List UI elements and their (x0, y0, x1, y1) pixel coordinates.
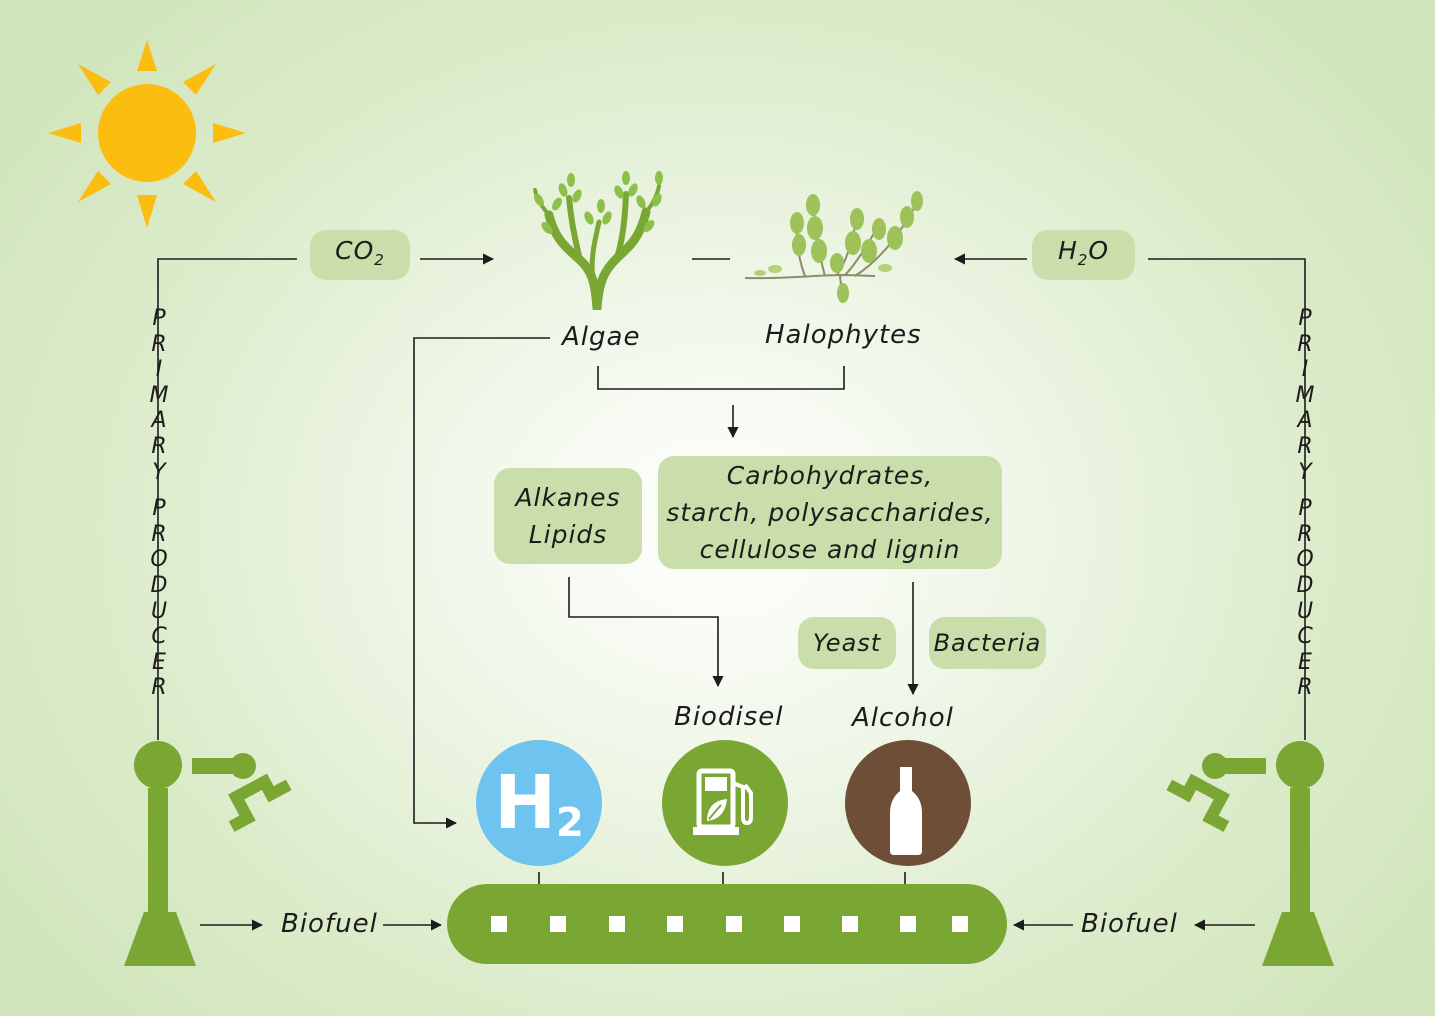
conveyor-belt (447, 884, 1007, 964)
robot-arm-left-icon (124, 741, 292, 966)
vertical-letter: D (1296, 572, 1314, 598)
bacteria-pill: Bacteria (929, 617, 1046, 669)
yeast-pill: Yeast (798, 617, 896, 669)
biodiesel-label: Biodisel (674, 702, 784, 732)
co2-subscript: 2 (374, 250, 385, 269)
vertical-letter: O (1296, 547, 1314, 573)
biofuel-left-label: Biofuel (281, 909, 378, 939)
vertical-letter: E (152, 649, 166, 675)
bottle-icon (845, 740, 971, 866)
algae-h2-arrow (413, 337, 550, 829)
lipids-biodiesel-arrow (568, 577, 724, 688)
vertical-letter: P (152, 496, 166, 522)
vertical-letter: A (151, 408, 167, 434)
vertical-letter: A (1297, 408, 1313, 434)
vertical-letter: R (1297, 433, 1313, 459)
algae-label: Algae (562, 322, 641, 352)
vertical-letter: D (150, 572, 168, 598)
h2o-h: H (1057, 235, 1078, 265)
hydrogen-subscript: 2 (556, 800, 584, 846)
vertical-letter: P (1298, 496, 1312, 522)
alcohol-label: Alcohol (852, 703, 954, 733)
lipids-text: Lipids (528, 520, 608, 549)
co2-pill: CO2 (310, 230, 410, 280)
carbs-line-1: Carbohydrates, (726, 461, 934, 490)
vertical-letter: M (149, 382, 169, 408)
vertical-letter: E (1298, 649, 1312, 675)
hydrogen-symbol: H (494, 760, 557, 846)
yeast-label: Yeast (812, 628, 882, 657)
vertical-letter: Y (152, 459, 166, 485)
vertical-letter: M (1295, 382, 1315, 408)
bacteria-label: Bacteria (933, 628, 1042, 657)
right-loop-line (1148, 258, 1306, 740)
vertical-letter: P (152, 306, 166, 331)
vertical-letter: I (1301, 357, 1309, 383)
vertical-letter: U (150, 598, 168, 624)
robot-arm-right-icon (1166, 741, 1334, 966)
vertical-letter: R (151, 433, 167, 459)
vertical-letter (1285, 485, 1325, 496)
left-loop-line (157, 258, 297, 740)
vertical-letter: O (150, 547, 168, 573)
h2o-subscript: 2 (1077, 250, 1089, 269)
plants-bracket (597, 366, 845, 390)
alkanes-text: Alkanes (515, 483, 621, 512)
vertical-letter: C (151, 624, 167, 650)
carbs-line-2: starch, polysaccharides, (666, 498, 994, 527)
vertical-letter: I (155, 357, 163, 383)
co2-label: CO (335, 235, 375, 265)
vertical-letter: P (1298, 306, 1312, 331)
vertical-letter: R (151, 521, 167, 547)
carbohydrates-box: Carbohydrates, starch, polysaccharides, … (658, 456, 1002, 569)
vertical-letter (139, 485, 179, 496)
h2o-pill: H2O (1032, 230, 1135, 280)
vertical-letter: R (151, 675, 167, 701)
vertical-letter: R (1297, 521, 1313, 547)
algae-icon (533, 171, 663, 310)
lipids-box: Alkanes Lipids (494, 468, 642, 564)
vertical-letter: R (151, 331, 167, 357)
carbs-line-3: cellulose and lignin (699, 535, 961, 564)
vertical-letter: R (1297, 675, 1313, 701)
vertical-letter: Y (1298, 459, 1312, 485)
biofuel-right-label: Biofuel (1081, 909, 1178, 939)
vertical-letter: U (1296, 598, 1314, 624)
fuel-pump-icon (662, 740, 788, 866)
halophytes-label: Halophytes (765, 320, 922, 350)
halophyte-icon (745, 191, 923, 304)
h2o-o: O (1088, 235, 1110, 265)
vertical-letter: C (1297, 624, 1313, 650)
vertical-letter: R (1297, 331, 1313, 357)
sun-icon (48, 40, 246, 228)
